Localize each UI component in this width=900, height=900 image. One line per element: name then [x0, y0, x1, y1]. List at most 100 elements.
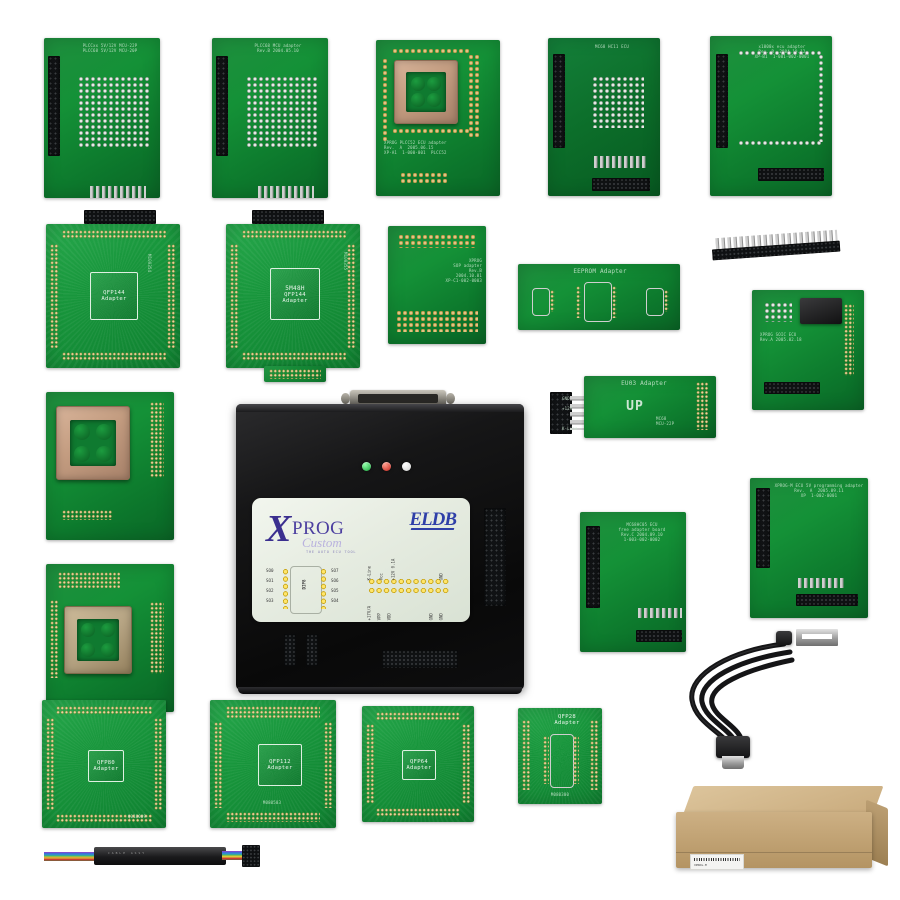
pad-row-top	[242, 230, 346, 239]
bottom-header-left-b[interactable]	[306, 634, 318, 666]
plcc-socket[interactable]	[56, 406, 130, 480]
pad-label-vpp: VPP	[376, 613, 382, 621]
chip-footprint: QFP144 Adapter	[90, 272, 138, 320]
usb-b-plug[interactable]	[716, 736, 750, 758]
pad-matrix	[592, 76, 644, 128]
socket-dot	[95, 424, 112, 441]
ribbon-cable: CABLE ASSY	[44, 843, 264, 869]
pad-label-12v: +12V 0.1A	[390, 558, 396, 581]
db9-serial-connector[interactable]	[341, 390, 455, 408]
pad-col-right	[150, 602, 164, 674]
adapter-silk: XPROG SOP adapter Rev.B 2004.10.01 XP-C1…	[445, 258, 482, 283]
adapter-mc68hc05: MC68HC05 ECU free adapter board Rev.C 20…	[580, 512, 686, 652]
header-connector-bottom	[636, 630, 682, 642]
pin-strip	[638, 608, 682, 618]
adapter-eu03-group: EU03 Adapter UP GND +12V K-Line MC68 MCU…	[550, 368, 720, 458]
header-connector	[48, 56, 60, 156]
chip-line-2: QFP64	[409, 759, 429, 765]
pad-col-right	[844, 304, 854, 376]
chip-line-2: QFP144	[103, 290, 125, 296]
shipping-box: XPROG-M	[676, 786, 888, 878]
pad-row-bottom	[396, 310, 478, 332]
pad-label-gnd-a: GND	[428, 613, 434, 621]
ribbon-wires-left	[44, 852, 98, 861]
eldb-brand-text: ELDB	[409, 509, 457, 530]
logo-x-glyph: X	[266, 508, 292, 550]
adapter-plcc52-socket: XPROG PLCC52 ECU adapter Rev. A 2005.06.…	[376, 40, 500, 196]
adapter-silk: XPROG SOIC ECU Rev.A 2005.02.18	[760, 332, 802, 342]
pad-row-top	[226, 706, 320, 718]
chip-line-3: Adapter	[282, 297, 308, 304]
plcc-socket[interactable]	[64, 606, 132, 674]
socket-dot	[100, 642, 116, 658]
header-connector-bottom	[592, 178, 650, 191]
adapter-plcc-socket-lower	[46, 564, 174, 712]
dip8-label-so3: SO3	[266, 598, 274, 603]
dip8-pads-left	[282, 568, 290, 609]
pad-col-right	[462, 724, 470, 804]
eu03-note: MC68 MCU-22P	[656, 416, 675, 426]
pin-strip	[258, 186, 314, 198]
pin-strip	[594, 156, 646, 168]
pad-label-gnd-b: GND	[438, 613, 444, 621]
soic-outline-right	[646, 288, 664, 316]
pad-col-right	[167, 244, 176, 348]
pad-row-bottom	[376, 808, 460, 816]
pad-col-left	[366, 724, 374, 804]
ribbon-connector[interactable]	[242, 845, 260, 867]
usb-a-plug[interactable]	[776, 630, 802, 646]
power-pads-row-1	[368, 578, 450, 586]
chip-line-3: Adapter	[93, 766, 119, 772]
header-connector-bottom	[796, 594, 858, 606]
pin-strip	[90, 186, 146, 198]
chip-label: QFP28 Adapter	[544, 712, 590, 728]
box-seam	[676, 852, 872, 853]
pad-col-d	[664, 290, 669, 312]
pad-row-bottom	[242, 352, 346, 361]
adapter-mc68hc11: MC68 HC11 ECU	[548, 38, 660, 196]
socket-dot	[74, 445, 91, 462]
adapter-qfp64: QFP64 Adapter	[362, 706, 474, 822]
pad-row-top	[376, 712, 460, 720]
pad-row-top	[56, 706, 152, 714]
dip8-pads-right	[320, 568, 328, 609]
box-front: XPROG-M	[676, 812, 872, 870]
usb-b-metal-shell	[722, 756, 744, 769]
activity-led	[402, 462, 411, 471]
bottom-header-left-a[interactable]	[284, 634, 296, 666]
dip8-label-so6: SO6	[331, 578, 339, 583]
header-connector	[553, 54, 565, 148]
adapter-plcc-th-1: PLCCxx 5V/12V MCU-22P PLCC68 5V/12V MCU-…	[44, 38, 160, 224]
black-ic	[800, 298, 842, 324]
db9-screw-left	[341, 393, 350, 404]
header-connector	[756, 488, 770, 568]
pad-col-left	[50, 600, 58, 678]
adapter-plcc-th-2: PLCC68 MCU adapter Rev.B 2004.05.10	[212, 38, 328, 224]
case-top-edge	[236, 404, 524, 412]
db9-screw-right	[446, 393, 455, 404]
adapter-silk: XPROG PLCC52 ECU adapter Rev. A 2005.06.…	[384, 140, 447, 155]
adapter-5m48h-tab	[264, 366, 326, 382]
pad-col-right	[468, 54, 480, 138]
pad-row-bottom	[56, 814, 152, 822]
plcc52-socket[interactable]	[394, 60, 458, 124]
adapter-qfp112: QFP112 Adapter M080503	[210, 700, 336, 828]
pad-col-right	[347, 244, 356, 348]
pad-col-left	[50, 244, 59, 348]
dip8-center-label: DIP8	[301, 579, 307, 590]
pad-row-bottom	[62, 352, 166, 361]
logo-prog-text: PROG	[292, 518, 345, 539]
dip8-label-so5: SO5	[331, 588, 339, 593]
bottom-header-16pin[interactable]	[382, 650, 458, 668]
usb-cable-loop	[689, 641, 795, 753]
socket-dot	[74, 424, 91, 441]
chip-footprint: 5M48H QFP144 Adapter	[270, 268, 320, 320]
logo-tagline: THE AUTO ECU TOOL	[306, 550, 357, 554]
chip-line-3: Adapter	[406, 765, 432, 771]
pad-label-kline: K-Line	[366, 565, 372, 581]
pad-matrix	[246, 76, 318, 148]
pad-matrix	[78, 76, 150, 148]
pad-col-right	[150, 402, 164, 478]
side-header-20pin[interactable]	[484, 508, 506, 606]
